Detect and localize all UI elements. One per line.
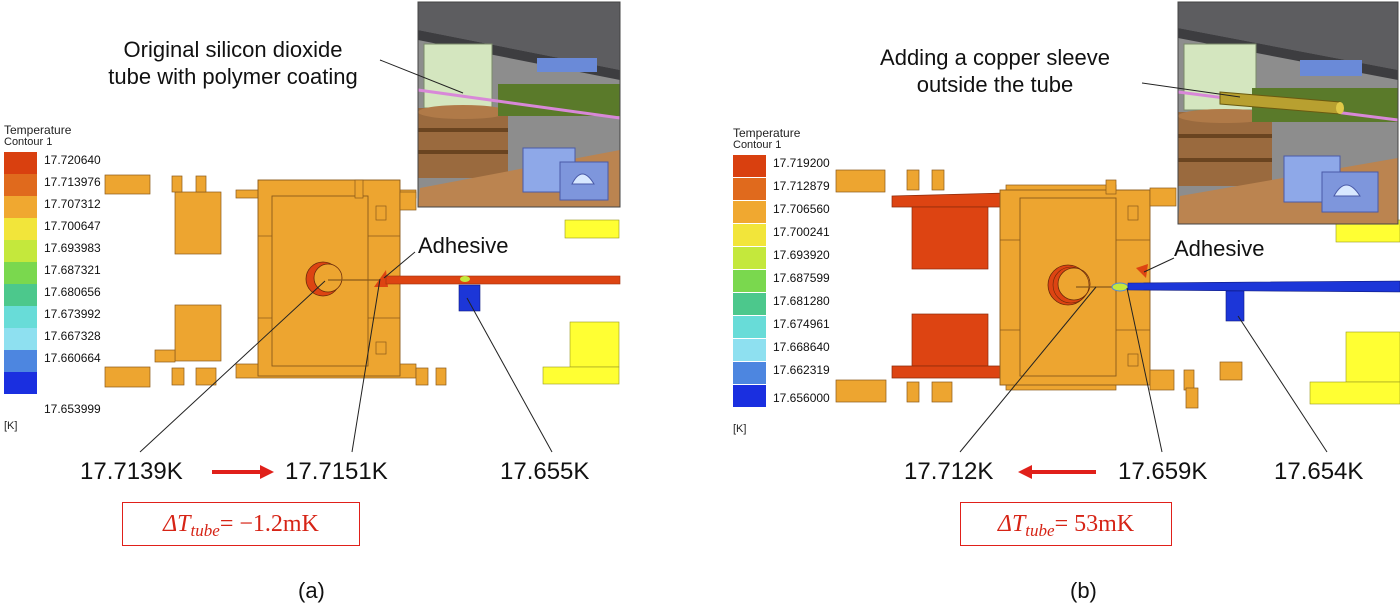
callout-line-2: tube with polymer coating [108, 64, 358, 89]
legend-value: 17.720640 [44, 153, 101, 167]
color-legend-b: Temperature Contour 1 17.719200 17.71287… [733, 127, 843, 437]
legend-subtitle: Contour 1 [4, 136, 53, 148]
legend-swatch [733, 155, 766, 177]
legend-swatch [733, 316, 766, 338]
legend-swatch [4, 372, 37, 394]
value-sleeve-b: 17.659K [1118, 458, 1208, 485]
legend-swatch [4, 328, 37, 350]
legend-title: Temperature [733, 126, 801, 140]
adhesive-label-a: Adhesive [418, 233, 509, 258]
legend-value: 17.693920 [773, 248, 830, 262]
inset-callout-a: Original silicon dioxide tube with polym… [78, 36, 388, 90]
legend-value: 17.693983 [44, 241, 101, 255]
legend-swatch [733, 247, 766, 269]
delta-value: = 53mK [1054, 511, 1135, 537]
legend-swatch [4, 284, 37, 306]
legend-subtitle: Contour 1 [733, 139, 782, 151]
legend-swatch [4, 218, 37, 240]
legend-value: 17.662319 [773, 363, 830, 377]
value-adhesive-a: 17.7151K [285, 458, 388, 485]
legend-swatch [733, 178, 766, 200]
legend-swatch [4, 240, 37, 262]
adhesive-label-b: Adhesive [1174, 236, 1265, 261]
callout-line-1: Adding a copper sleeve [880, 45, 1110, 70]
caption-b: (b) [1070, 578, 1097, 603]
legend-value: 17.687321 [44, 263, 101, 277]
simulation-scene-b [835, 1, 1400, 479]
legend-value: 17.660664 [44, 351, 101, 365]
legend-value: 17.674961 [773, 317, 830, 331]
legend-value: 17.687599 [773, 271, 830, 285]
legend-swatch [4, 350, 37, 372]
legend-value: 17.700647 [44, 219, 101, 233]
legend-title: Temperature [4, 123, 72, 137]
delta-t-box-a: ΔTtube= −1.2mK [122, 502, 360, 546]
inset-render-a [417, 1, 621, 208]
callout-line-1: Original silicon dioxide [123, 37, 343, 62]
value-block-a: 17.655K [500, 458, 590, 485]
legend-value: 17.668640 [773, 340, 830, 354]
legend-swatch [4, 196, 37, 218]
legend-value: 17.700241 [773, 225, 830, 239]
simulation-scene-a [104, 1, 621, 479]
value-hole-a: 17.7139K [80, 458, 183, 485]
legend-value: 17.707312 [44, 197, 101, 211]
legend-swatch [733, 224, 766, 246]
inset-callout-b: Adding a copper sleeve outside the tube [840, 44, 1150, 98]
legend-value: 17.719200 [773, 156, 830, 170]
legend-value: 17.667328 [44, 329, 101, 343]
legend-swatch [733, 339, 766, 361]
delta-t-box-b: ΔTtube= 53mK [960, 502, 1172, 546]
legend-unit: [K] [4, 420, 18, 432]
panel-a: Temperature Contour 1 17.720640 17.71397… [4, 1, 621, 603]
inset-render-b [1177, 1, 1399, 225]
legend-swatch [733, 362, 766, 384]
legend-value: 17.680656 [44, 285, 101, 299]
legend-swatch [4, 152, 37, 174]
legend-swatch [733, 385, 766, 407]
legend-unit: [K] [733, 423, 747, 435]
legend-value: 17.673992 [44, 307, 101, 321]
color-legend-a: Temperature Contour 1 17.720640 17.71397… [4, 124, 114, 434]
legend-value: 17.706560 [773, 202, 830, 216]
legend-value: 17.712879 [773, 179, 830, 193]
panel-b: Temperature Contour 1 17.719200 17.71287… [700, 0, 1400, 608]
delta-value: = −1.2mK [219, 511, 319, 537]
legend-swatch [4, 262, 37, 284]
legend-value: 17.681280 [773, 294, 830, 308]
delta-symbol: ΔT [163, 511, 191, 537]
legend-swatch [733, 201, 766, 223]
value-block-b: 17.654K [1274, 458, 1364, 485]
legend-value: 17.713976 [44, 175, 101, 189]
legend-swatch [733, 270, 766, 292]
legend-swatch [4, 174, 37, 196]
legend-value: 17.656000 [773, 391, 830, 405]
legend-swatch [733, 293, 766, 315]
delta-symbol: ΔT [997, 511, 1026, 537]
legend-swatch [4, 306, 37, 328]
callout-line-2: outside the tube [916, 72, 1074, 97]
delta-subscript: tube [190, 521, 220, 540]
caption-a: (a) [298, 578, 325, 603]
delta-subscript: tube [1025, 521, 1055, 540]
legend-value: 17.653999 [44, 402, 101, 416]
value-hole-b: 17.712K [904, 458, 994, 485]
